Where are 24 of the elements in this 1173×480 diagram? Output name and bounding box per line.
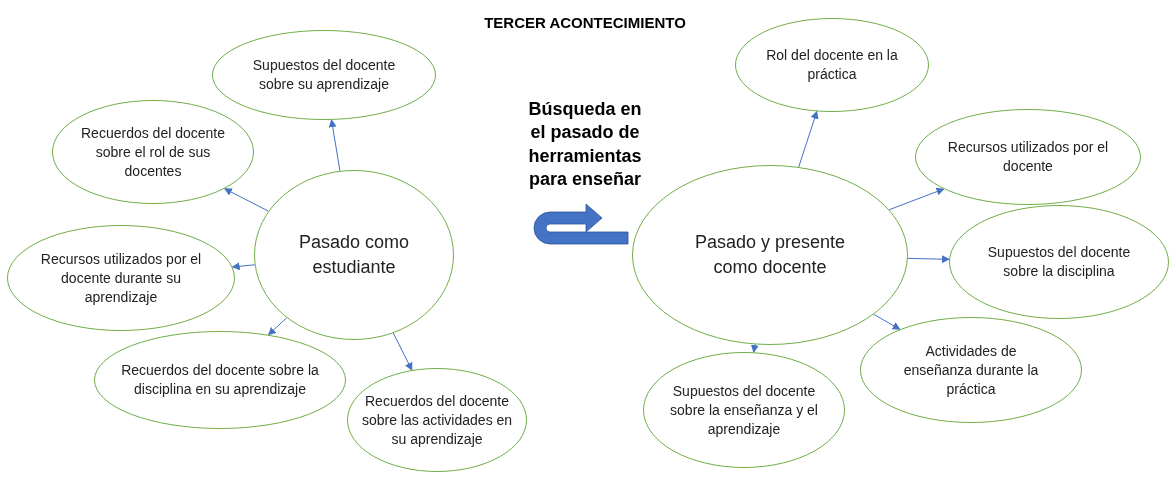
- arrow: [223, 188, 269, 212]
- node-text: Recuerdos del docente sobre la disciplina en su aprendizaje: [120, 361, 320, 399]
- arrow: [873, 313, 901, 330]
- node-text: Supuestos del docente sobre la enseñanza y el aprendizaje: [669, 381, 819, 439]
- arrow: [267, 317, 288, 336]
- node-text: Pasado como estudiante: [297, 230, 411, 279]
- arrow: [750, 343, 759, 354]
- node-text: Recursos utilizados por el docente: [946, 138, 1110, 176]
- node-text: Supuestos del docente sobre su aprendizaje: [251, 56, 397, 94]
- arrow: [798, 110, 819, 168]
- arrow: [231, 262, 256, 271]
- node-text: Supuestos del docente sobre la disciplina: [986, 243, 1132, 281]
- arrow: [888, 187, 945, 211]
- arrow: [328, 119, 341, 172]
- node-text: Recuerdos del docente sobre las actividades en su aprendizaje: [360, 391, 514, 449]
- node-text: Rol del docente en la práctica: [765, 46, 899, 84]
- center-heading: Búsqueda en el pasado de herramientas para enseñar: [527, 98, 643, 192]
- node-text: Pasado y presente como docente: [693, 230, 847, 279]
- node-text: Recursos utilizados por el docente durante su aprendizaje: [39, 249, 203, 307]
- arrow: [907, 255, 950, 264]
- diagram-title: TERCER ACONTECIMIENTO: [484, 13, 686, 31]
- arrow: [392, 332, 413, 371]
- node-text: Recuerdos del docente sobre el rol de sus docentes: [80, 123, 226, 181]
- node-text: Actividades de enseñanza durante la práctica: [902, 341, 1040, 399]
